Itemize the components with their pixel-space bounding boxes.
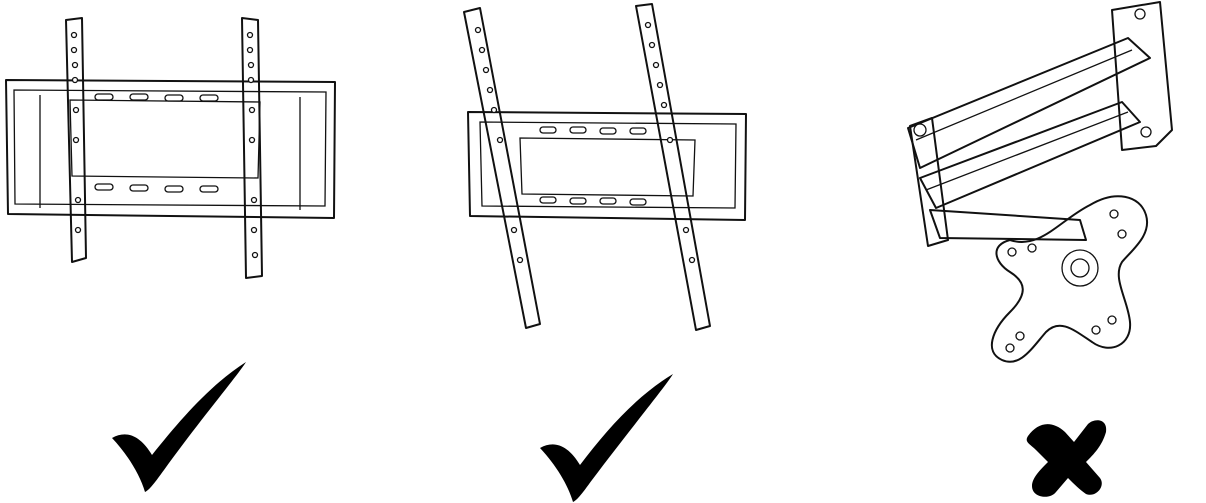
tilt-mount-illustration — [463, 3, 747, 331]
fixed-mount-illustration — [5, 17, 336, 279]
panel-fixed-mount — [0, 0, 360, 503]
articulating-arm-mount-illustration — [907, 1, 1173, 363]
checkmark-icon — [540, 374, 673, 502]
checkmark-icon — [112, 362, 246, 492]
panel-articulating-arm-mount — [860, 0, 1206, 503]
panel-tilt-mount — [440, 0, 800, 503]
cross-icon — [1026, 420, 1107, 497]
